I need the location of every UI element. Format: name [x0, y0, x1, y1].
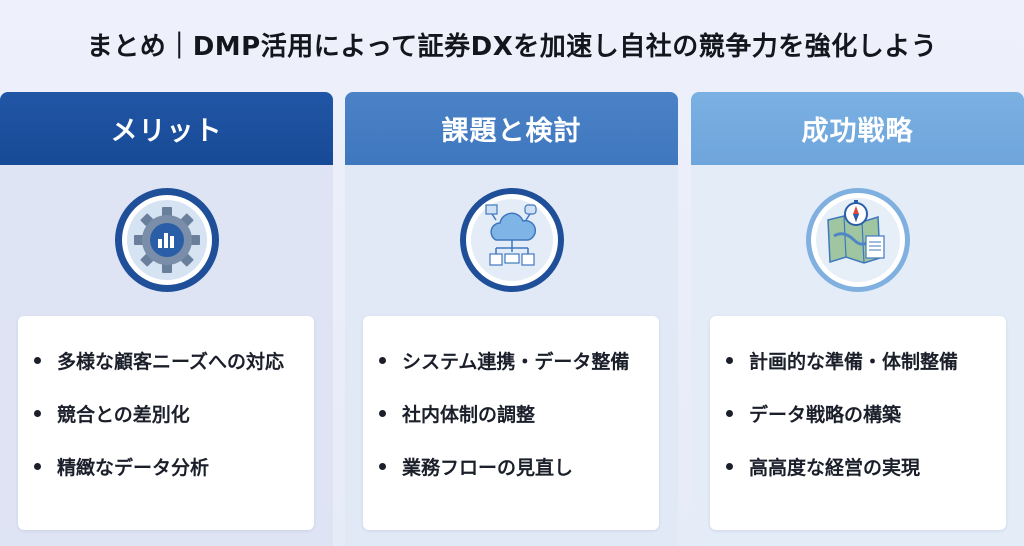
title-bar: まとめ｜DMP活用によって証券DXを加速し自社の競争力を強化しよう — [0, 0, 1024, 88]
column-header-strategy: 成功戦略 — [691, 92, 1024, 165]
columns: メリット — [0, 92, 1024, 546]
map-compass-icon — [804, 186, 912, 294]
list-item: 業務フローの見直し — [379, 440, 659, 493]
bullet-icon — [726, 463, 733, 470]
list-item: データ戦略の構築 — [726, 387, 1006, 440]
list-item: 高高度な経営の実現 — [726, 440, 1006, 493]
challenges-card: システム連携・データ整備 社内体制の調整 業務フローの見直し — [363, 316, 659, 530]
merits-card: 多様な顧客ニーズへの対応 競合との差別化 精緻なデータ分析 — [18, 316, 314, 530]
list-item-text: 精緻なデータ分析 — [57, 457, 210, 479]
bullet-icon — [379, 357, 386, 364]
column-header-merits: メリット — [0, 92, 333, 165]
bullet-icon — [34, 410, 41, 417]
list-item-text: 社内体制の調整 — [402, 404, 536, 426]
page-title: まとめ｜DMP活用によって証券DXを加速し自社の競争力を強化しよう — [86, 31, 938, 62]
column-header-challenges: 課題と検討 — [345, 92, 678, 165]
list-item: 計画的な準備・体制整備 — [726, 334, 1006, 387]
list-item: 精緻なデータ分析 — [34, 440, 314, 493]
list-item: 競合との差別化 — [34, 387, 314, 440]
list-item-text: 計画的な準備・体制整備 — [749, 351, 959, 373]
bullet-icon — [34, 463, 41, 470]
bullet-icon — [726, 357, 733, 364]
list-item-text: 競合との差別化 — [57, 404, 190, 426]
bullet-icon — [34, 357, 41, 364]
column-challenges: 課題と検討 — [345, 92, 678, 546]
list-item-text: 業務フローの見直し — [402, 457, 574, 479]
list-item-text: システム連携・データ整備 — [402, 351, 630, 373]
column-merits: メリット — [0, 92, 333, 546]
list-item-text: 多様な顧客ニーズへの対応 — [57, 351, 285, 373]
sparkle-icon — [972, 496, 1000, 524]
strategy-card: 計画的な準備・体制整備 データ戦略の構築 高高度な経営の実現 — [710, 316, 1006, 530]
list-item: 多様な顧客ニーズへの対応 — [34, 334, 314, 387]
list-item-text: 高高度な経営の実現 — [749, 457, 921, 479]
gear-chart-icon — [113, 186, 221, 294]
column-strategy: 成功戦略 — [691, 92, 1024, 546]
bullet-icon — [379, 463, 386, 470]
bullet-icon — [379, 410, 386, 417]
list-item: 社内体制の調整 — [379, 387, 659, 440]
cloud-network-icon — [458, 186, 566, 294]
list-item: システム連携・データ整備 — [379, 334, 659, 387]
bullet-icon — [726, 410, 733, 417]
list-item-text: データ戦略の構築 — [749, 404, 902, 426]
